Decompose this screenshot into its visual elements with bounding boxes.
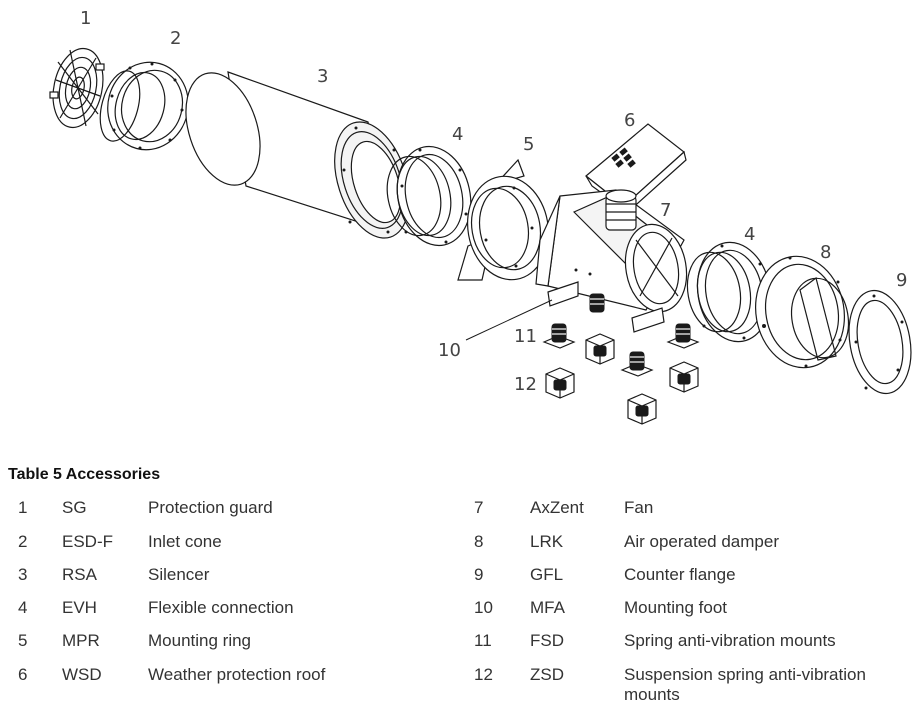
item-number: 3 <box>18 565 28 584</box>
item-code: MFA <box>530 598 565 617</box>
air-operated-damper-part <box>754 255 850 369</box>
item-description: Inlet cone <box>148 532 222 551</box>
item-code: MPR <box>62 631 100 650</box>
item-code: ESD-F <box>62 532 113 551</box>
mounting-ring-part <box>457 158 550 281</box>
item-code: LRK <box>530 532 564 551</box>
item-number: 4 <box>18 598 28 617</box>
item-code: EVH <box>62 598 97 617</box>
callout-label: 11 <box>514 326 537 347</box>
item-description: Mounting foot <box>624 598 728 617</box>
table-title: Table 5 Accessories <box>8 466 161 483</box>
item-number: 11 <box>474 631 492 650</box>
fan-part <box>535 189 688 333</box>
item-code: ZSD <box>530 665 564 684</box>
flexible-connection-left-part <box>386 145 472 247</box>
item-code: FSD <box>530 631 564 650</box>
callout-label: 4 <box>452 124 463 145</box>
item-code: WSD <box>62 665 102 684</box>
callout-label: 9 <box>896 270 907 291</box>
item-code: RSA <box>62 565 97 584</box>
item-description: Protection guard <box>148 498 273 517</box>
callout-label: 6 <box>624 110 635 131</box>
exploded-assembly-drawing: 1 2 3 4 5 6 7 4 8 9 10 11 12 <box>49 8 912 425</box>
item-description: Mounting ring <box>148 631 252 650</box>
callout-label: 4 <box>744 224 755 245</box>
callout-label: 10 <box>438 340 461 361</box>
item-number: 2 <box>18 532 28 551</box>
item-number: 8 <box>474 532 484 551</box>
callout-label: 3 <box>317 66 328 87</box>
inlet-cone-part <box>99 61 189 151</box>
suspension-spring-mount-parts <box>545 333 699 425</box>
callout-10-leader <box>465 299 553 341</box>
protection-guard-part <box>49 47 105 129</box>
item-description: Weather protection roof <box>148 665 326 684</box>
callout-label: 12 <box>514 374 537 395</box>
spring-mount-parts <box>542 293 700 377</box>
item-description: Flexible connection <box>148 598 294 617</box>
item-code: SG <box>62 498 87 517</box>
item-description: Suspension spring anti-vibration mounts <box>624 665 866 704</box>
item-description: Fan <box>624 498 654 517</box>
item-description: Silencer <box>148 565 210 584</box>
item-number: 12 <box>474 665 493 684</box>
callout-label: 2 <box>170 28 181 49</box>
item-description: Counter flange <box>624 565 736 584</box>
callout-label: 7 <box>660 200 671 221</box>
item-code: GFL <box>530 565 564 584</box>
callout-label: 1 <box>80 8 91 29</box>
item-number: 10 <box>474 598 493 617</box>
callout-label: 5 <box>523 134 534 155</box>
item-number: 1 <box>18 498 28 517</box>
item-code: AxZent <box>530 498 584 517</box>
item-number: 9 <box>474 565 484 584</box>
callout-label: 8 <box>820 242 831 263</box>
silencer-part <box>185 71 410 239</box>
counter-flange-part <box>848 289 912 395</box>
item-description: Air operated damper <box>624 532 779 551</box>
item-number: 6 <box>18 665 28 684</box>
item-number: 7 <box>474 498 484 517</box>
item-description: Spring anti-vibration mounts <box>624 631 836 650</box>
item-number: 5 <box>18 631 28 650</box>
